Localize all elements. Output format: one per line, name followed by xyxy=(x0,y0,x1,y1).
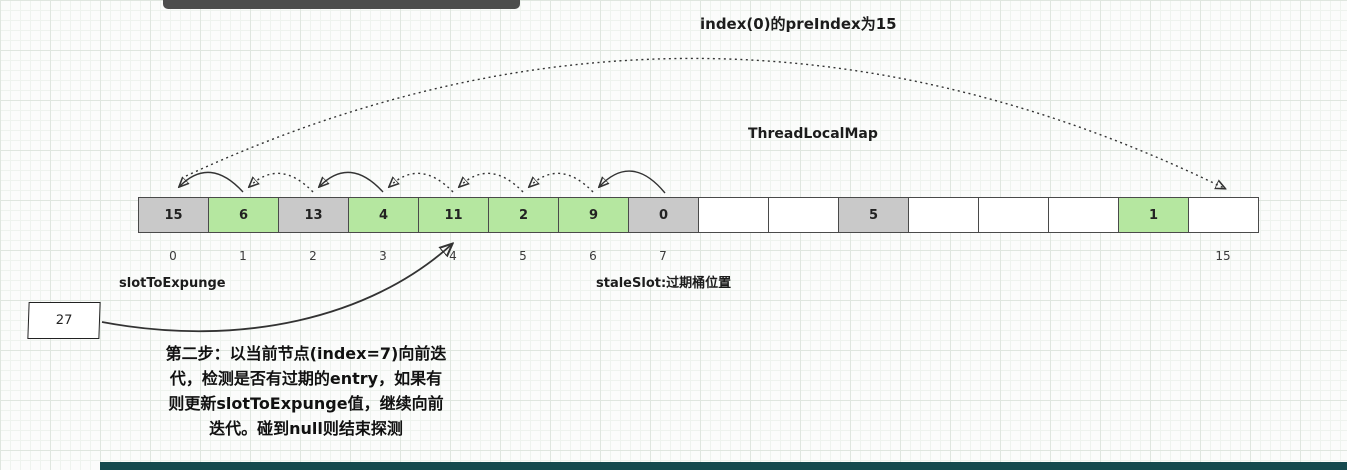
slot-to-expunge-label: slotToExpunge xyxy=(119,276,226,291)
top-scrollbar-thumb[interactable] xyxy=(163,0,520,9)
cell-index-label-1: 1 xyxy=(239,249,247,263)
cell-index-label-3: 3 xyxy=(379,249,387,263)
cell-index-label-8 xyxy=(698,249,768,263)
array-cell-6: 9 xyxy=(558,197,629,233)
array-cell-10: 5 xyxy=(838,197,909,233)
cell-index-label-10 xyxy=(838,249,908,263)
cell-index-label-9 xyxy=(768,249,838,263)
backward-arrow-5-4 xyxy=(460,172,524,193)
step-note-line: 则更新slotToExpunge值，继续向前 xyxy=(168,394,444,413)
cell-index-label-12 xyxy=(978,249,1048,263)
threadlocalmap-label: ThreadLocalMap xyxy=(748,126,878,142)
array-cell-15 xyxy=(1188,197,1259,233)
array-cell-7: 0 xyxy=(628,197,699,233)
cell-index-label-11 xyxy=(908,249,978,263)
array-cell-12 xyxy=(978,197,1049,233)
cell-index-label-6: 6 xyxy=(589,249,597,263)
cell-index-label-0: 0 xyxy=(169,249,177,263)
array-cell-9 xyxy=(768,197,839,233)
cell-index-label-2: 2 xyxy=(309,249,317,263)
index-row: 0 1 2 3 4 5 6 7 15 xyxy=(138,249,1258,263)
backward-arrow-6-5 xyxy=(530,172,594,193)
step-note-line: 代，检测是否有过期的entry，如果有 xyxy=(169,369,443,388)
backward-arrow-4-3 xyxy=(390,172,454,193)
array-cell-0: 15 xyxy=(138,197,209,233)
cell-index-label-5: 5 xyxy=(519,249,527,263)
cell-index-label-15: 15 xyxy=(1215,249,1231,263)
array-cell-11 xyxy=(908,197,979,233)
preindex-caption: index(0)的preIndex为15 xyxy=(700,15,897,33)
backward-arrow-3-2 xyxy=(320,171,384,193)
cell-index-label-4: 4 xyxy=(449,249,457,263)
step-note: 第二步：以当前节点(index=7)向前迭 代，检测是否有过期的entry，如果… xyxy=(128,341,484,441)
step-note-line: 迭代。碰到null则结束探测 xyxy=(209,419,403,438)
array-cell-3: 4 xyxy=(348,197,419,233)
array-cell-4: 11 xyxy=(418,197,489,233)
array-cell-8 xyxy=(698,197,769,233)
array-cell-13 xyxy=(1048,197,1119,233)
value-box-text: 27 xyxy=(55,313,73,328)
backward-arrow-7-6 xyxy=(600,170,666,194)
cell-index-label-13 xyxy=(1048,249,1118,263)
step-note-line: 第二步：以当前节点(index=7)向前迭 xyxy=(165,344,447,363)
stale-slot-label: staleSlot:过期桶位置 xyxy=(596,276,732,291)
array-cell-2: 13 xyxy=(278,197,349,233)
array-cell-14: 1 xyxy=(1118,197,1189,233)
backward-arrow-2-1 xyxy=(250,172,314,193)
array-cell-1: 6 xyxy=(208,197,279,233)
preindex-arc-arrow xyxy=(185,57,1224,188)
array-cell-5: 2 xyxy=(488,197,559,233)
cell-index-label-14 xyxy=(1118,249,1188,263)
bottom-scrollbar-thumb[interactable] xyxy=(100,462,1347,470)
backward-arrow-1-0 xyxy=(180,171,244,193)
value-box: 27 xyxy=(27,302,101,339)
cell-index-label-7: 7 xyxy=(659,249,667,263)
